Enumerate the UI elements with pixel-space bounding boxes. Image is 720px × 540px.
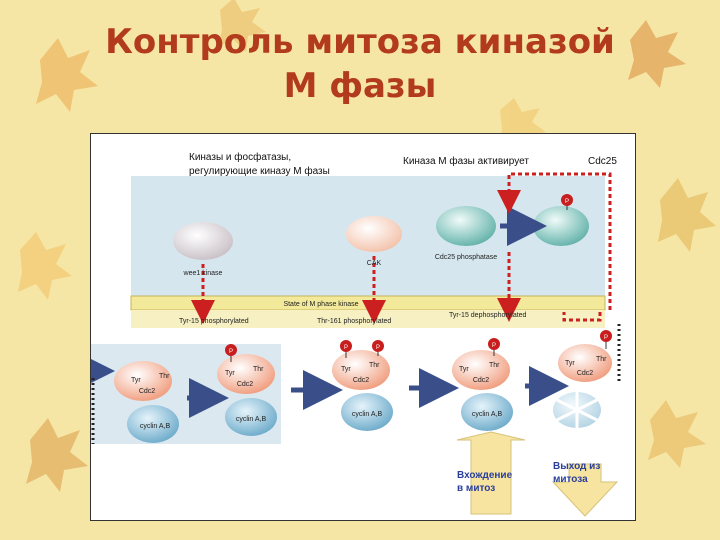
cyclin-shape [461,393,513,431]
cdc25-phospho-dot [561,194,573,206]
cdc2-label: Cdc2 [353,377,369,384]
label-feedback: Киназа М фазы активирует [403,155,529,167]
cdc2-shape [332,350,390,390]
enzyme-label-cak: CAK [367,260,382,267]
cdc25-inactive-shape [436,206,496,246]
state-label-2: Thr-161 phosphorylated [317,318,391,325]
diagram-panel: Киназы и фосфатазы, регулирующие киназу … [90,133,636,521]
phospho-dot-thr [600,330,612,342]
thr-label: Thr [489,362,500,369]
cdc2-label: Cdc2 [473,377,489,384]
cdc25-active-shape [533,206,589,246]
complex-1: Tyr Thr Cdc2 cyclin A,B [114,361,179,443]
entry-label-line2: в митоз [457,483,495,494]
cyclin-label: cyclin A,B [472,411,503,418]
diagram-canvas: Киназы и фосфатазы, регулирующие киназу … [91,151,621,517]
slide-title-line1: Контроль митоза киназой [105,22,615,62]
complex-3: P P Tyr Thr Cdc2 cyclin A,B [332,340,393,431]
tyr-label: Tyr [225,370,235,377]
phospho-label: P [604,335,608,341]
enzyme-label-cdc25: Cdc25 phosphatase [435,254,497,261]
slide-title-line2: М фазы [283,66,437,106]
cyclin-shape [127,405,179,443]
complex-4: P Tyr Thr Cdc2 cyclin A,B [452,338,513,431]
cyclin-label: cyclin A,B [236,416,267,423]
label-regulators-line2: регулирующие киназу М фазы [189,165,330,177]
tyr-label: Tyr [459,366,469,373]
band-title: State of M phase kinase [283,301,358,308]
exit-label-line1: Выход из [553,461,600,472]
phospho-label: P [229,349,233,355]
complex-2: P Tyr Thr Cdc2 cyclin A,B [217,344,277,436]
phospho-label: P [376,345,380,351]
phospho-dot-thr [488,338,500,350]
exit-mitosis-arrow [551,463,619,517]
label-regulators-line1: Киназы и фосфатазы, [189,151,291,163]
exit-label-line2: митоза [553,474,588,485]
phospho-dot-tyr [340,340,352,352]
cak-shape [346,216,402,252]
state-label-3: Tyr-15 dephosphorylated [449,312,527,319]
cdc25-arrow-tail [562,312,602,322]
degraded-cyclin [553,392,601,428]
cdc25-phospho-label: P [565,199,569,205]
tyr-label: Tyr [131,377,141,384]
tyr-label: Tyr [341,366,351,373]
tyr-label: Tyr [565,360,575,367]
state-label-1: Tyr-15 phosphorylated [179,318,249,325]
cyclin-shape [341,393,393,431]
thr-label: Thr [253,366,264,373]
phospho-label: P [492,343,496,349]
cdc2-shape [558,344,612,382]
cdc2-label: Cdc2 [577,370,593,377]
complex-5: P Tyr Thr Cdc2 [553,324,621,428]
entry-mitosis-arrow [456,431,526,515]
cyclin-label: cyclin A,B [140,423,171,430]
enzyme-label-wee1: wee1 kinase [183,270,223,277]
phospho-label: P [344,345,348,351]
phospho-dot-thr [372,340,384,352]
thr-label: Thr [596,356,607,363]
cdc2-shape [452,350,510,390]
wee1-kinase-shape [173,222,233,260]
cyclin-label: cyclin A,B [352,411,383,418]
phospho-dot [225,344,237,356]
cdc2-shape [217,354,275,394]
cyclin-shape [225,398,277,436]
thr-label: Thr [159,373,170,380]
label-feedback-target: Cdc25 [588,156,617,167]
cdc2-label: Cdc2 [139,388,155,395]
thr-label: Thr [369,362,380,369]
cdc2-shape [114,361,172,401]
cdc2-label: Cdc2 [237,381,253,388]
entry-label-line1: Вхождение [457,470,513,481]
